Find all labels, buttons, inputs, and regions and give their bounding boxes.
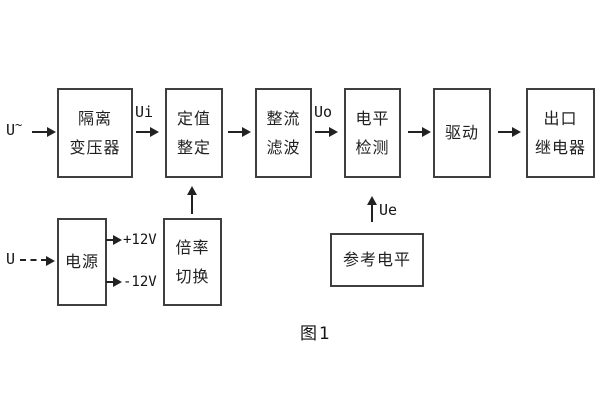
arrow-setting-to-rectifier bbox=[228, 127, 251, 137]
arrow-plus12 bbox=[106, 235, 122, 245]
label-uo: Uo bbox=[314, 103, 333, 121]
label-minus12v: -12V bbox=[123, 274, 157, 290]
label-ue: Ue bbox=[379, 201, 398, 219]
block-label-line: 切换 bbox=[175, 266, 210, 286]
block-label-line: 隔离 bbox=[77, 108, 112, 128]
label-dc-input: U bbox=[6, 250, 16, 268]
block-label-line: 出口 bbox=[543, 108, 578, 128]
arrow-ratio-to-setting bbox=[187, 186, 197, 214]
block-label-line: 继电器 bbox=[534, 137, 586, 157]
block-label-line: 电平 bbox=[355, 108, 390, 128]
block-power-supply: 电源 bbox=[57, 218, 107, 306]
block-label-line: 滤波 bbox=[266, 137, 301, 157]
block-reference-level: 参考电平 bbox=[330, 233, 424, 287]
block-label-line: 检测 bbox=[355, 137, 390, 157]
arrow-uo bbox=[315, 127, 338, 137]
arrow-drive-to-relay bbox=[498, 127, 521, 137]
block-level-detector: 电平 检测 bbox=[344, 88, 401, 178]
block-isolation-transformer: 隔离 变压器 bbox=[57, 88, 133, 178]
label-ac-input: U~ bbox=[6, 116, 22, 139]
arrow-minus12 bbox=[106, 277, 122, 287]
block-setting-adjust: 定值 整定 bbox=[165, 88, 223, 178]
block-label-line: 参考电平 bbox=[342, 250, 411, 269]
block-label-line: 定值 bbox=[176, 108, 211, 128]
label-ac-input-tilde: ~ bbox=[15, 118, 23, 132]
arrow-dc-input bbox=[20, 256, 55, 266]
block-rectifier-filter: 整流 滤波 bbox=[255, 88, 312, 178]
label-ui: Ui bbox=[135, 103, 154, 121]
block-label-line: 电源 bbox=[64, 252, 99, 271]
block-label-line: 倍率 bbox=[175, 237, 210, 257]
label-plus12v: +12V bbox=[123, 232, 157, 248]
block-label-line: 变压器 bbox=[69, 137, 121, 157]
block-output-relay: 出口 继电器 bbox=[526, 88, 595, 178]
block-label-line: 整定 bbox=[176, 137, 211, 157]
block-drive: 驱动 bbox=[433, 88, 491, 178]
arrow-ui bbox=[136, 127, 159, 137]
arrow-detector-to-drive bbox=[408, 127, 431, 137]
figure-caption: 图1 bbox=[300, 324, 332, 344]
block-label-line: 驱动 bbox=[444, 123, 479, 142]
block-ratio-switch: 倍率 切换 bbox=[163, 218, 222, 306]
block-label-line: 整流 bbox=[266, 108, 301, 128]
arrow-ue bbox=[367, 196, 377, 222]
arrow-ac-input bbox=[32, 127, 56, 137]
label-ac-input-base: U bbox=[6, 121, 16, 139]
